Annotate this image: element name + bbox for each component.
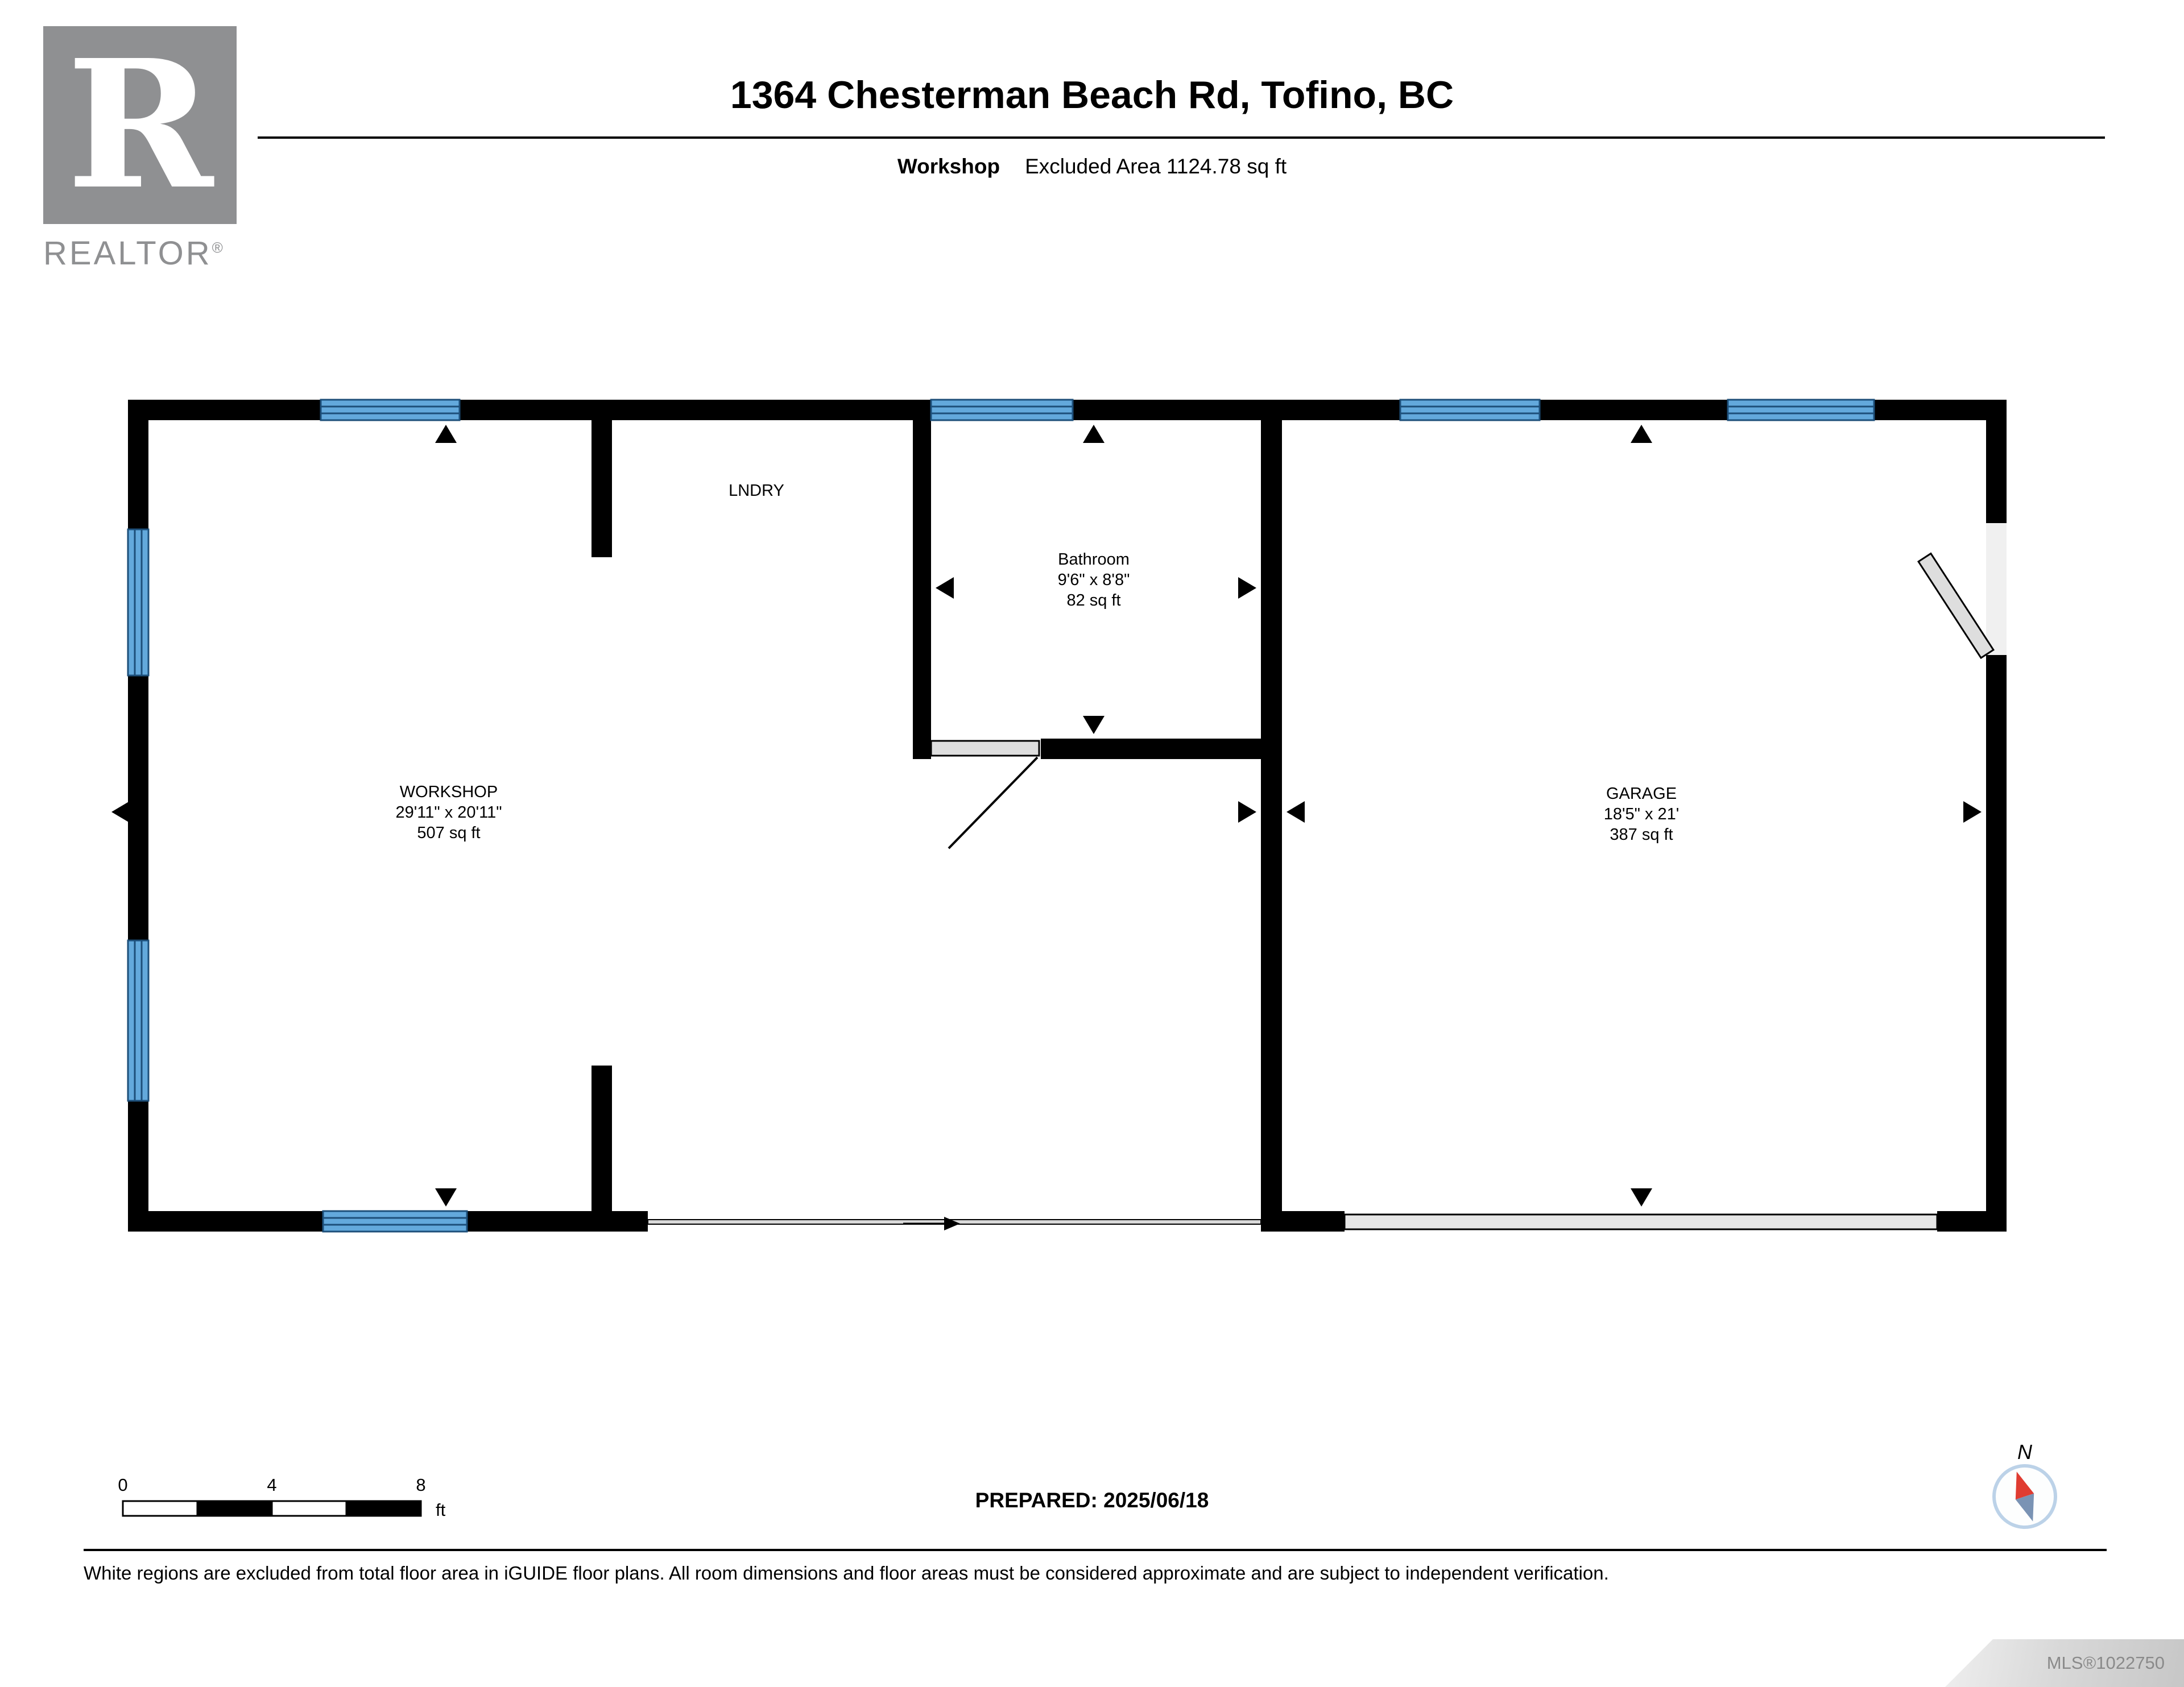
wall-segment (1540, 400, 1728, 420)
scale-unit: ft (436, 1500, 446, 1520)
wall-segment (1073, 400, 1400, 420)
laundry-divider-wall-lower (592, 1066, 612, 1232)
scale-label-8: 8 (416, 1475, 425, 1495)
garage-up-arrow (1631, 425, 1652, 443)
scale-segment (196, 1500, 273, 1517)
wall-segment (1282, 1211, 1345, 1232)
workshop-down-arrow (435, 1188, 457, 1207)
footer-divider (84, 1549, 2107, 1551)
realtor-logo-letter: R (67, 22, 213, 229)
bathroom-door-leaf (930, 740, 1040, 757)
wall-segment (460, 400, 931, 420)
room-labels: WORKSHOP 29'11" x 20'11" 507 sq ft Bathr… (396, 482, 1680, 844)
realtor-logo-mark: R (43, 26, 237, 224)
bathroom-up-arrow (1083, 425, 1105, 443)
window-pane (1399, 399, 1541, 421)
garage-left-arrow (1287, 801, 1305, 823)
wall-segment (128, 675, 148, 940)
entry-direction-arrow (903, 1217, 960, 1230)
title-divider (258, 136, 2105, 139)
garage-door (1343, 1213, 1938, 1230)
bathroom-bottom-wall (1041, 739, 1261, 759)
garage-name: GARAGE (1606, 785, 1677, 803)
garage-entry-door-leaf (1917, 552, 1995, 660)
garage-down-arrow (1631, 1188, 1652, 1207)
bathroom-top-window (930, 399, 1074, 421)
bathroom-left-wall (913, 400, 931, 759)
workshop-top-window (320, 399, 461, 421)
window-pane (322, 1210, 468, 1233)
laundry-divider-wall-upper (592, 400, 612, 557)
exterior-walls (128, 400, 2007, 1232)
disclaimer-text: White regions are excluded from total fl… (84, 1562, 1609, 1584)
wall-segment (1986, 400, 2007, 523)
scale-segment (345, 1500, 422, 1517)
garage-right-arrow (1963, 801, 1982, 823)
window-pane (127, 528, 150, 677)
bathroom-down-arrow (1083, 716, 1105, 734)
compass-needle-north (2015, 1472, 2034, 1500)
workshop-area: 507 sq ft (417, 824, 480, 842)
wall-segment (1874, 400, 2007, 420)
garage-area: 387 sq ft (1610, 826, 1673, 844)
windows (127, 399, 1875, 1233)
garage-entry-door-frame (1986, 523, 2007, 655)
interior-walls (592, 400, 1282, 1232)
window-pane (320, 399, 461, 421)
garage-top-window-right (1727, 399, 1875, 421)
garage-dimensions: 18'5" x 21' (1604, 805, 1680, 823)
scale-label-4: 4 (267, 1475, 276, 1495)
garage-divider-wall (1261, 400, 1282, 1232)
realtor-logo-text: REALTOR® (43, 234, 248, 272)
bathroom-right-arrow (1238, 577, 1256, 599)
wall-segment (128, 1101, 148, 1232)
mls-watermark: MLS®1022750 (1945, 1639, 2184, 1687)
window-pane (930, 399, 1074, 421)
workshop-up-arrow (435, 425, 457, 443)
garage-top-window-left (1399, 399, 1541, 421)
entry-arrow-head (944, 1217, 960, 1230)
prepared-date: PREPARED: 2025/06/18 (975, 1489, 1209, 1512)
wall-segment (1986, 655, 2007, 1232)
laundry-name: LNDRY (729, 482, 784, 500)
floor-subtitle: Workshop Excluded Area 1124.78 sq ft (0, 155, 2184, 179)
dimension-arrows (111, 425, 1982, 1207)
realtor-brand-word: REALTOR (43, 235, 212, 272)
registered-symbol: ® (212, 239, 223, 256)
bathroom-name: Bathroom (1058, 550, 1130, 569)
workshop-bottom-window (322, 1210, 468, 1233)
scale-bar: 0 4 8 ft (118, 1475, 445, 1520)
bathroom-door (930, 740, 1040, 849)
workshop-left-window-upper (127, 528, 150, 677)
scale-label-0: 0 (118, 1475, 127, 1495)
wall-segment (467, 1211, 648, 1232)
workshop-left-arrow (111, 801, 130, 823)
mls-number: MLS®1022750 (2046, 1653, 2165, 1673)
garage-entry-door (1917, 523, 2007, 660)
wall-segment (128, 400, 321, 420)
wall-segment (128, 1211, 323, 1232)
compass-north-label: N (2017, 1440, 2033, 1464)
workshop-left-window-lower (127, 939, 150, 1102)
excluded-area-label: Excluded Area 1124.78 sq ft (1025, 155, 1287, 178)
hall-right-arrow (1238, 801, 1256, 823)
compass-needle-south (2015, 1493, 2034, 1522)
bathroom-left-arrow (936, 577, 954, 599)
workshop-name: WORKSHOP (400, 783, 498, 801)
page-title: 1364 Chesterman Beach Rd, Tofino, BC (730, 73, 1454, 117)
window-pane (1727, 399, 1875, 421)
doors (647, 523, 2007, 1230)
bathroom-door-swing (948, 756, 1039, 849)
compass-needle (2015, 1472, 2034, 1522)
bathroom-dimensions: 9'6" x 8'8" (1058, 571, 1130, 589)
floor-name-label: Workshop (897, 155, 1000, 178)
wall-segment (128, 400, 148, 529)
workshop-dimensions: 29'11" x 20'11" (396, 803, 502, 822)
bathroom-area: 82 sq ft (1066, 591, 1120, 610)
compass: N (1992, 1440, 2057, 1529)
wall-segment (1937, 1211, 2007, 1232)
window-pane (127, 939, 150, 1102)
